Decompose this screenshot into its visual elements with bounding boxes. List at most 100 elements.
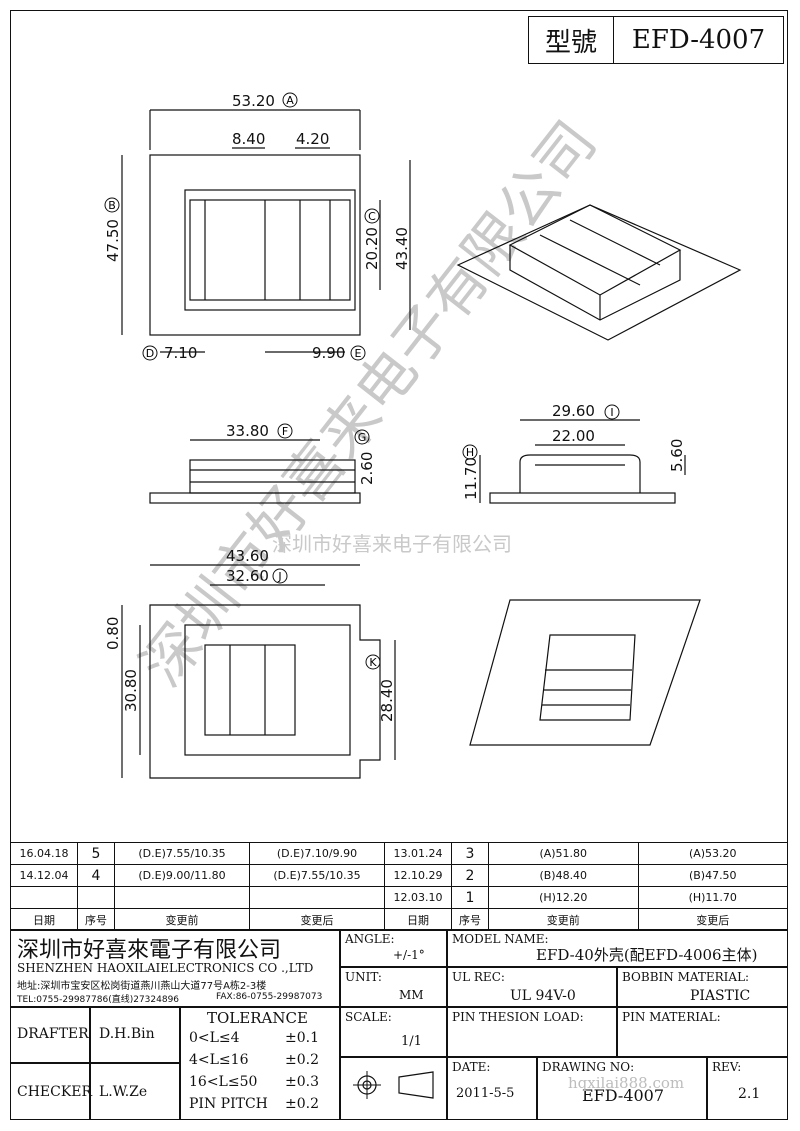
ul-box: UL REC: UL 94V-0 xyxy=(447,967,617,1007)
marker-g: G xyxy=(358,431,367,444)
rev-header: 变更后 xyxy=(249,908,385,931)
scale-box: SCALE: 1/1 xyxy=(340,1007,447,1057)
company-name-cn: 深圳市好喜來電子有限公司 xyxy=(17,938,282,963)
ul-label: UL REC: xyxy=(452,970,505,984)
marker-i: I xyxy=(610,406,613,419)
bobbin-value: PIASTIC xyxy=(690,988,751,1004)
marker-e: E xyxy=(355,347,362,360)
tol-range: PIN PITCH xyxy=(189,1096,268,1112)
title-box: 型號 EFD-4007 xyxy=(528,16,784,64)
angle-box: ANGLE: +/-1° xyxy=(340,929,447,967)
revision-table: 16.04.18 5 (D.E)7.55/10.35 (D.E)7.10/9.9… xyxy=(10,842,788,931)
drafter-label-box: DRAFTER xyxy=(10,1007,90,1063)
checker-label-box: CHECKER xyxy=(10,1063,93,1120)
marker-a: A xyxy=(286,94,294,107)
dim-top-width: 53.20 xyxy=(232,92,275,110)
tol-range: 0<L≤4 xyxy=(189,1030,240,1046)
tolerance-box: TOLERANCE 0<L≤4 ±0.1 4<L≤16 ±0.2 16<L≤50… xyxy=(180,1007,340,1120)
model-name-label: MODEL NAME: xyxy=(452,932,549,946)
rev-cell xyxy=(249,886,385,909)
marker-c: C xyxy=(368,210,376,223)
drawing-no-label: DRAWING NO: xyxy=(542,1060,635,1074)
watermark-diagonal: 深圳市好喜来电子有限公司 xyxy=(127,108,609,698)
revision-row: 12.03.10 1 (H)12.20 (H)11.70 xyxy=(10,886,788,909)
pin-material-box: PIN MATERIAL: xyxy=(617,1007,788,1057)
tol-value: ±0.2 xyxy=(285,1052,319,1068)
marker-b: B xyxy=(108,199,116,212)
rev-cell: 1 xyxy=(451,886,489,909)
company-box: 深圳市好喜來電子有限公司 SHENZHEN HAOXILAIELECTRONIC… xyxy=(10,929,340,1007)
rev-cell xyxy=(114,886,250,909)
unit-label: UNIT: xyxy=(345,970,382,984)
dim-bot-inner: 32.60 xyxy=(226,567,269,585)
revision-header-row: 日期 序号 变更前 变更后 日期 序号 变更前 变更后 xyxy=(10,908,788,931)
rev-header: 日期 xyxy=(10,908,78,931)
rev-cell: (D.E)7.55/10.35 xyxy=(249,864,385,887)
rev-cell: 12.10.29 xyxy=(384,864,452,887)
projection-symbol-box xyxy=(340,1057,447,1120)
checker-value-box: L.W.Ze xyxy=(90,1063,180,1120)
dim-right-height: 43.40 xyxy=(393,227,411,270)
drawing-no-box: DRAWING NO: EFD-4007 hqxilai888.com xyxy=(537,1057,707,1120)
rev-header: 日期 xyxy=(384,908,452,931)
model-value: EFD-4007 xyxy=(631,25,766,55)
drawing-no-value: EFD-4007 xyxy=(582,1086,665,1105)
pin-tension-label: PIN THESION LOAD: xyxy=(452,1010,584,1024)
model-name-box: MODEL NAME: EFD-40外壳(配EFD-4006主体) xyxy=(447,929,788,967)
rev-header: 序号 xyxy=(451,908,489,931)
drafter-label: DRAFTER xyxy=(17,1026,89,1042)
rev-header: 序号 xyxy=(77,908,115,931)
website-watermark: hqxilai888.com xyxy=(568,1074,685,1092)
rev-cell: (B)48.40 xyxy=(488,864,639,887)
dim-side-inner: 22.00 xyxy=(552,427,595,445)
scale-label: SCALE: xyxy=(345,1010,392,1024)
tol-value: ±0.1 xyxy=(285,1030,319,1046)
bobbin-label: BOBBIN MATERIAL: xyxy=(622,970,750,984)
side-view xyxy=(479,419,686,504)
dim-markers: A B C D E F G H I J K xyxy=(104,92,620,670)
rev-cell: 16.04.18 xyxy=(10,842,78,865)
drafter-value: D.H.Bin xyxy=(99,1026,155,1042)
rev-value: 2.1 xyxy=(738,1086,761,1102)
top-view xyxy=(121,109,411,353)
tol-value: ±0.3 xyxy=(285,1074,319,1090)
rev-header: 变更前 xyxy=(114,908,250,931)
rev-cell: (D.E)9.00/11.80 xyxy=(114,864,250,887)
angle-value: +/-1° xyxy=(393,948,425,962)
marker-f: F xyxy=(282,425,288,438)
dim-side-width: 29.60 xyxy=(552,402,595,420)
dim-top-inner-right: 4.20 xyxy=(296,130,329,148)
company-address: 地址:深圳市宝安区松岗街道燕川燕山大道77号A栋2-3楼 xyxy=(17,981,267,992)
revision-row: 14.12.04 4 (D.E)9.00/11.80 (D.E)7.55/10.… xyxy=(10,864,788,887)
title-block: 深圳市好喜來電子有限公司 SHENZHEN HAOXILAIELECTRONIC… xyxy=(10,929,788,1120)
projection-symbol-icon xyxy=(353,1071,434,1099)
technical-drawing: 深圳市好喜来电子有限公司 深圳市好喜来电子有限公司 xyxy=(104,92,742,779)
tol-range: 4<L≤16 xyxy=(189,1052,249,1068)
dim-inner-height: 20.20 xyxy=(363,227,381,270)
revision-row: 16.04.18 5 (D.E)7.55/10.35 (D.E)7.10/9.9… xyxy=(10,842,788,865)
checker-label: CHECKER xyxy=(17,1084,93,1100)
rev-box: REV: 2.1 xyxy=(707,1057,788,1120)
iso-view-bottom xyxy=(469,599,701,746)
rev-cell: 4 xyxy=(77,864,115,887)
rev-cell: 2 xyxy=(451,864,489,887)
dim-front-h: 2.60 xyxy=(358,452,376,485)
rev-cell xyxy=(10,886,78,909)
date-label: DATE: xyxy=(452,1060,491,1074)
company-name-en: SHENZHEN HAOXILAIELECTRONICS CO .,LTD xyxy=(17,961,314,975)
model-name-value: EFD-40外壳(配EFD-4006主体) xyxy=(536,946,758,964)
date-value: 2011-5-5 xyxy=(456,1086,515,1101)
tol-range: 16<L≤50 xyxy=(189,1074,258,1090)
rev-cell: 12.03.10 xyxy=(384,886,452,909)
company-fax: FAX:86-0755-29987073 xyxy=(216,992,323,1002)
scale-value: 1/1 xyxy=(401,1034,422,1049)
rev-cell: (D.E)7.10/9.90 xyxy=(249,842,385,865)
unit-value: MM xyxy=(399,988,424,1002)
rev-cell: 14.12.04 xyxy=(10,864,78,887)
company-tel: TEL:0755-29987786(直线)27324896 xyxy=(17,995,180,1005)
rev-cell: 13.01.24 xyxy=(384,842,452,865)
angle-label: ANGLE: xyxy=(345,932,395,946)
marker-h: H xyxy=(466,446,474,459)
unit-box: UNIT: MM xyxy=(340,967,447,1007)
dim-side-h1: 11.70 xyxy=(462,457,480,500)
